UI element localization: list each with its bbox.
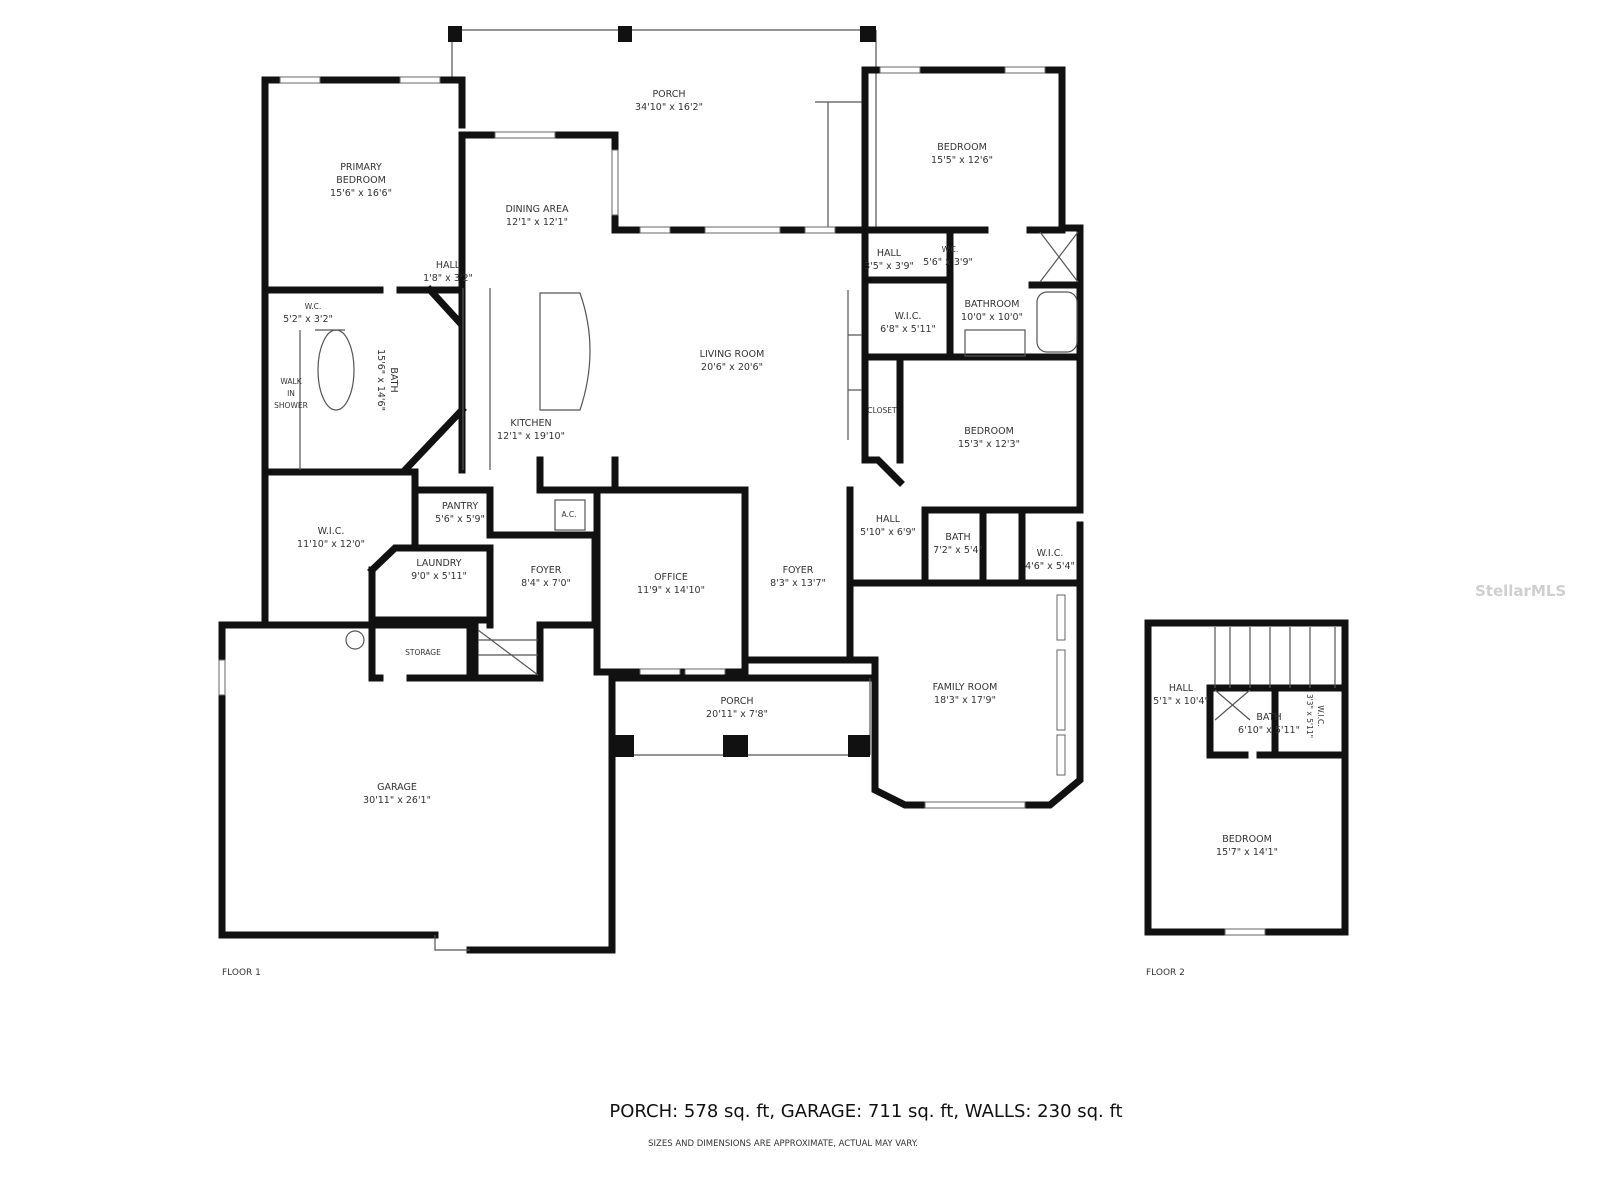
watermark: StellarMLS — [1475, 582, 1566, 600]
room-wic-ne: W.I.C.6'8" x 5'11" — [880, 311, 936, 335]
floor-1-walls — [218, 26, 1084, 954]
room-wc-primary: W.C.5'2" x 3'2" — [283, 302, 333, 325]
floor-2-label: FLOOR 2 — [1146, 968, 1185, 978]
room-primary-bath: BATH15'6" x 14'6" — [375, 349, 399, 411]
room-closet: CLOSET — [867, 406, 897, 415]
room-wic-primary: W.I.C.11'10" x 12'0" — [297, 526, 365, 550]
room-ac: A.C. — [561, 510, 576, 519]
room-wc-ne: W.C.5'6" x 3'9" — [923, 245, 973, 268]
room-wic-east: W.I.C.4'6" x 5'4" — [1025, 548, 1075, 572]
disclaimer: SIZES AND DIMENSIONS ARE APPROXIMATE, AC… — [648, 1139, 918, 1149]
area-summary: PORCH: 578 sq. ft, GARAGE: 711 sq. ft, W… — [609, 1101, 1122, 1122]
room-wic-floor2: W.I.C.3'3" x 5'11" — [1305, 694, 1325, 738]
room-storage: STORAGE — [405, 648, 441, 657]
floor-2-walls — [1144, 619, 1349, 936]
floor-1-label: FLOOR 1 — [222, 968, 261, 978]
